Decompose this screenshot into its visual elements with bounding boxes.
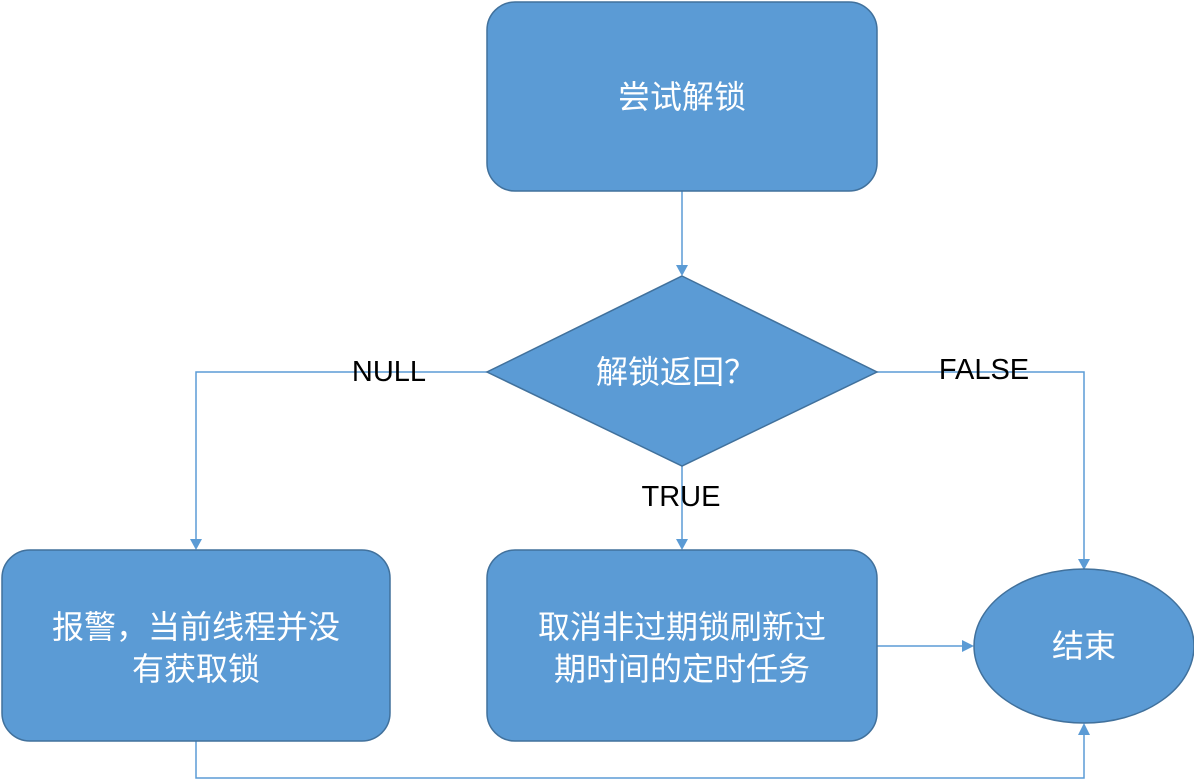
decision-node: 解锁返回？ [485, 275, 879, 467]
arrowhead-decision-to-alarm [190, 539, 202, 550]
edge-label-true: TRUE [642, 481, 721, 513]
cancel-task-node-shape [486, 549, 878, 742]
decision-node-shape [485, 275, 879, 467]
connector-decision-to-alarm [195, 371, 487, 540]
alarm-node-label-line1: 报警，当前线程并没 [52, 608, 340, 646]
cancel-task-node-label-line2: 期时间的定时任务 [554, 650, 810, 688]
arrowhead-start-to-decision [676, 265, 688, 276]
arrowhead-decision-to-end [1078, 559, 1090, 570]
alarm-node-label-line2: 有获取锁 [132, 650, 260, 688]
edge-label-null: NULL [352, 356, 426, 388]
connectors [190, 191, 1090, 779]
end-node-label: 结束 [1052, 627, 1116, 665]
connector-decision-to-end [877, 371, 1085, 560]
cancel-task-node: 取消非过期锁刷新过 期时间的定时任务 [486, 549, 878, 742]
edge-label-false: FALSE [939, 354, 1029, 386]
start-node: 尝试解锁 [486, 1, 878, 192]
connector-alarm-to-end [195, 734, 1085, 779]
alarm-node-shape [1, 549, 391, 742]
arrowhead-decision-to-cancel-task [676, 539, 688, 550]
decision-node-label: 解锁返回？ [596, 353, 756, 391]
start-node-label: 尝试解锁 [618, 78, 746, 116]
alarm-node: 报警，当前线程并没 有获取锁 [1, 549, 391, 742]
start-node-shape [486, 1, 878, 192]
arrowhead-alarm-to-end [1078, 723, 1090, 735]
cancel-task-node-label-line1: 取消非过期锁刷新过 [538, 608, 826, 646]
end-node: 结束 [973, 568, 1194, 724]
arrowhead-cancel-task-to-end [962, 640, 974, 652]
end-node-shape [973, 568, 1194, 724]
edge-labels: NULL TRUE FALSE [352, 354, 1029, 513]
